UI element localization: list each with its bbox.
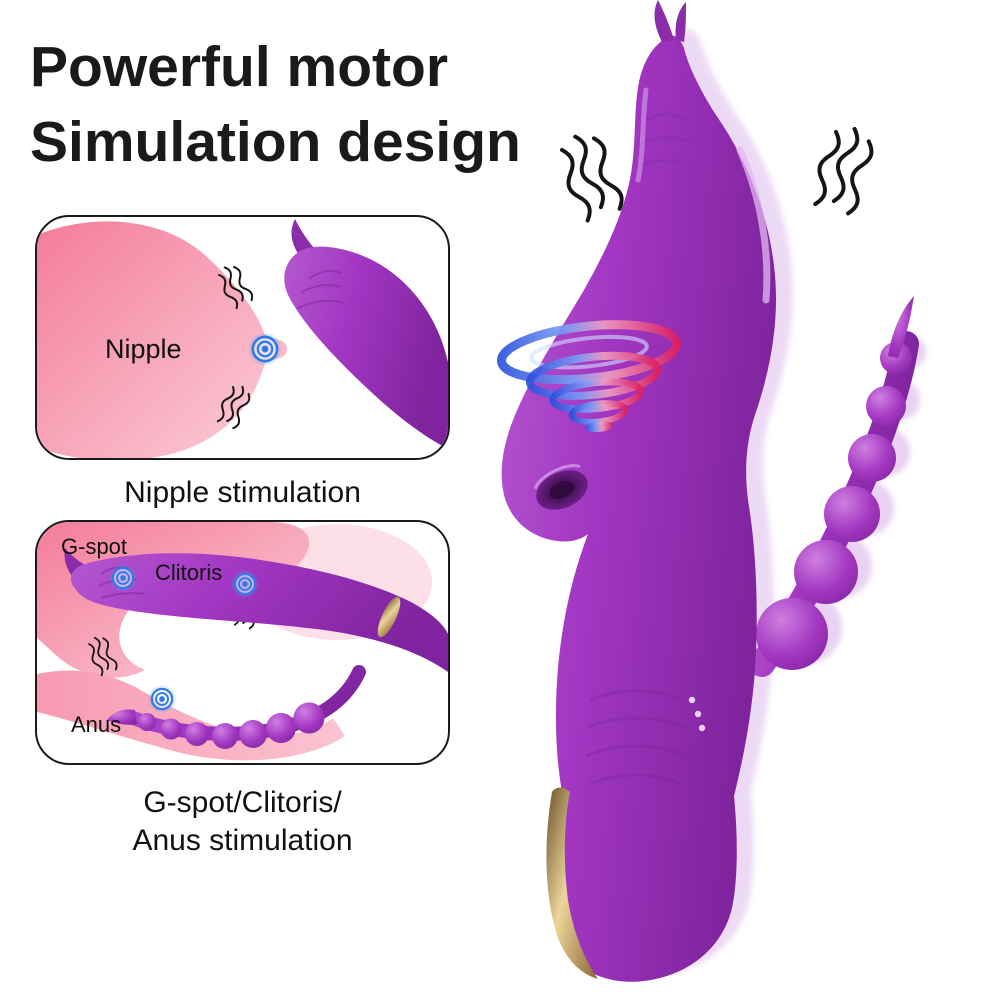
gold-accent [377, 596, 401, 638]
target-icon [230, 569, 260, 599]
panel-nipple-stimulation: Nipple [35, 215, 450, 460]
body-highlight [736, 146, 771, 304]
caption-internal-line-2: Anus stimulation [132, 823, 353, 857]
toy-tip-illustration [284, 219, 448, 449]
caption-internal-line-1: G-spot/Clitoris/ [143, 786, 342, 819]
perineum-illustration [37, 670, 345, 761]
title-line-2: Simulation design [30, 110, 521, 175]
clitoris-label: Clitoris [155, 560, 222, 585]
gspot-label: G-spot [61, 534, 127, 559]
panel-internal-stimulation: G-spot Clitoris Anus [35, 520, 450, 765]
bead-arm-tip [888, 296, 914, 358]
target-icon [247, 331, 283, 367]
caption-nipple: Nipple stimulation [35, 474, 450, 512]
suction-mouth [533, 464, 588, 510]
caption-internal: G-spot/Clitoris/ Anus stimulation [35, 784, 450, 859]
bead-chain-illustration [107, 665, 366, 749]
tongue-flicker-icon [654, 0, 686, 42]
caption-nipple-text: Nipple stimulation [124, 476, 361, 509]
vibration-squiggle-icon [807, 120, 879, 218]
page-title: Powerful motor Simulation design [30, 30, 521, 180]
target-icon [147, 684, 177, 714]
suction-vortex-icon [497, 320, 682, 433]
body-ripples [585, 689, 687, 786]
neck-highlight [635, 87, 649, 183]
indicator-dots [688, 696, 706, 732]
target-icon [108, 563, 138, 593]
product-render [497, 0, 926, 982]
bead-arm [749, 296, 919, 677]
gold-accent [546, 787, 598, 979]
internal-diagram: G-spot Clitoris Anus [37, 522, 448, 761]
nipple-label: Nipple [105, 334, 182, 364]
vibration-squiggle-icon [551, 126, 628, 225]
nipple-diagram: Nipple [37, 219, 448, 458]
anus-label: Anus [71, 712, 121, 737]
title-line-1: Powerful motor [30, 35, 449, 99]
